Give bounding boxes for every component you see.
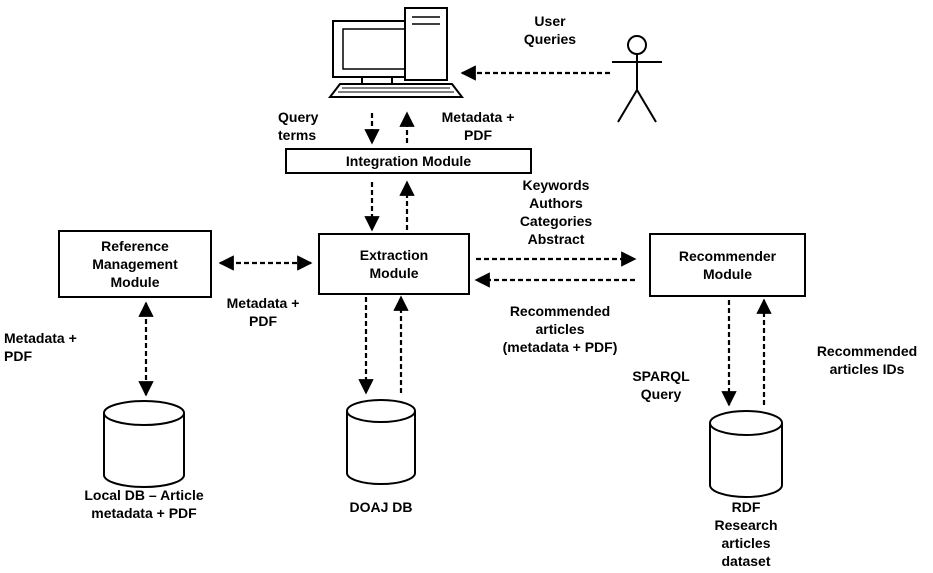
recommended-articles-label: Recommended articles (metadata + PDF) [502, 303, 618, 355]
metadata-pdf-top-label: Metadata + PDF [441, 109, 515, 143]
doaj-db-label: DOAJ DB [349, 499, 413, 515]
metadata-pdf-mid-label: Metadata + PDF [226, 295, 300, 329]
rdf-db-cylinder [709, 410, 783, 498]
local-db-label: Local DB – Article metadata + PDF [84, 487, 204, 521]
computer-icon [327, 7, 465, 98]
reference-management-module-box: Reference Management Module [58, 230, 212, 298]
query-terms-label: Query terms [278, 109, 319, 143]
metadata-pdf-left-label: Metadata + PDF [4, 330, 77, 364]
extraction-module-box: Extraction Module [318, 233, 470, 295]
rdf-db-label: RDF Research articles dataset [714, 499, 778, 569]
recommended-ids-label: Recommended articles IDs [816, 343, 918, 377]
user-queries-label: User Queries [523, 13, 577, 47]
local-db-cylinder [103, 400, 185, 488]
recommender-module-box: Recommender Module [649, 233, 806, 297]
integration-module-box: Integration Module [285, 148, 532, 174]
sparql-query-label: SPARQL Query [632, 368, 690, 402]
keywords-label: Keywords Authors Categories Abstract [519, 177, 593, 247]
doaj-db-cylinder [346, 399, 416, 485]
user-icon [612, 35, 662, 123]
